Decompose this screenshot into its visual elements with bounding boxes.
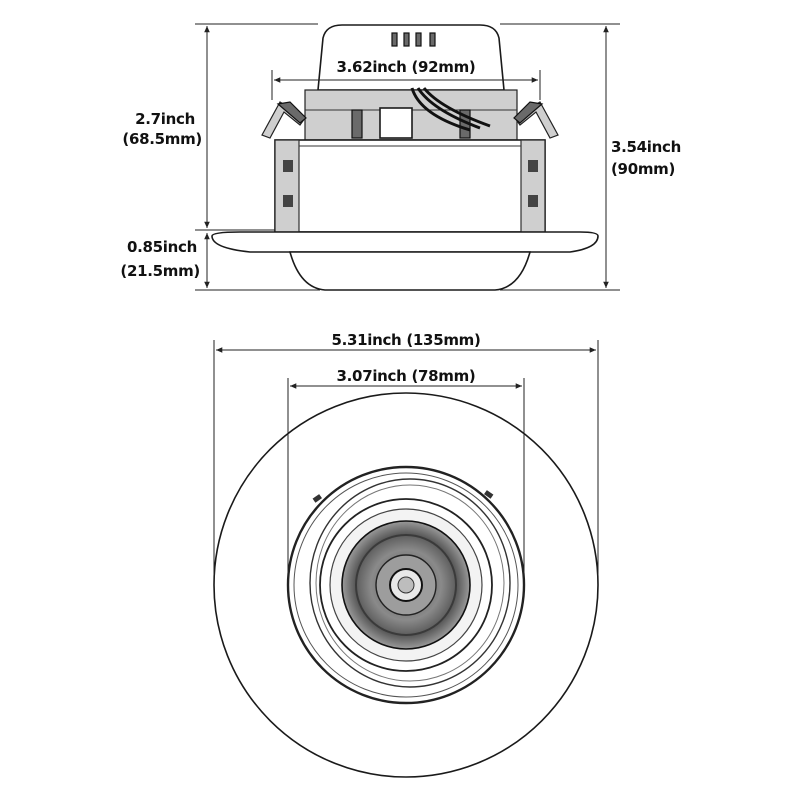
trim-flange [211, 231, 599, 291]
housing-body [274, 139, 546, 233]
spring-clip-left [261, 101, 307, 139]
dimension-top-width: 3.62inch (92mm) [271, 56, 541, 100]
total-height-inch-label: 3.54inch [611, 138, 681, 156]
body-height-inch-label: 2.7inch [135, 110, 195, 128]
trim-height-inch-label: 0.85inch [127, 238, 197, 256]
total-height-mm-label: (90mm) [611, 160, 675, 178]
side-view: 3.62inch (92mm) 2.7inch (68.5mm) 0.85inc… [120, 23, 681, 291]
outer-diameter-label: 5.31inch (135mm) [331, 331, 480, 349]
trim-height-mm-label: (21.5mm) [120, 262, 200, 280]
dimension-trim-height: 0.85inch (21.5mm) [120, 233, 320, 291]
front-view: 5.31inch (135mm) 3.07inch (78mm) [213, 331, 599, 778]
body-height-mm-label: (68.5mm) [122, 130, 202, 148]
dimension-cutout-diameter: 3.07inch (78mm) [287, 367, 525, 585]
spring-clip-right [513, 101, 559, 139]
cutout-diameter-label: 3.07inch (78mm) [337, 367, 476, 385]
dimension-body-height: 2.7inch (68.5mm) [122, 23, 318, 231]
dimension-outer-diameter: 5.31inch (135mm) [213, 331, 599, 580]
dimension-total-height: 3.54inch (90mm) [500, 23, 681, 291]
top-width-label: 3.62inch (92mm) [337, 58, 476, 76]
heatsink [304, 87, 518, 141]
